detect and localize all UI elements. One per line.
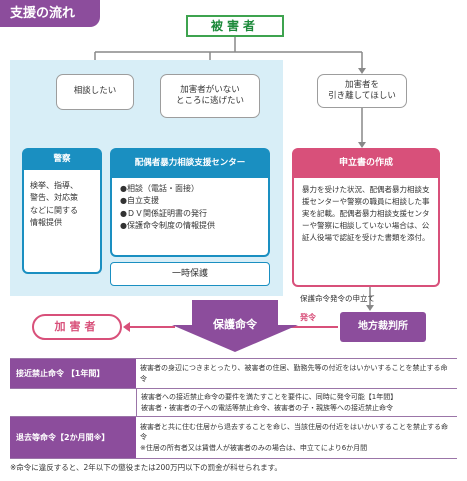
choice-separate: 加害者を 引き離してほしい (317, 74, 407, 108)
page-title: 支援の流れ (0, 0, 100, 27)
order-row: 接近禁止命令 【1年間】 被害者の身辺につきまとったり、被害者の住居、勤務先等の… (10, 359, 457, 389)
footnote: ※命令に違反すると、2年以下の懲役または200万円以下の罰金が科せられます。 (10, 463, 282, 472)
police-body: 検挙、指導、 警告、対応策 などに関する 情報提供 (22, 170, 102, 274)
protection-order-label: 保護命令 (213, 318, 257, 331)
dv-center-item: ●保護命令制度の情報提供 (120, 221, 215, 231)
victim-node: 被害者 (186, 15, 284, 37)
order-label: 接近禁止命令 【1年間】 (10, 359, 136, 388)
court-node: 地方裁判所 (340, 312, 426, 342)
order-text: 被害者の身辺につきまとったり、被害者の住居、勤務先等の付近をはいかいすることを禁… (140, 364, 448, 383)
orders-table: 接近禁止命令 【1年間】 被害者の身辺につきまとったり、被害者の住居、勤務先等の… (10, 358, 457, 459)
dv-center-item: ●相談（電話・面接） (120, 184, 199, 193)
police-title: 警察 (22, 148, 102, 170)
perpetrator-node: 加害者 (32, 314, 122, 340)
dv-center-title: 配偶者暴力相談支援センター (110, 148, 270, 178)
choice-consult: 相談したい (56, 74, 134, 110)
dv-center-body: ●相談（電話・面接） ●自立支援 ●ＤＶ関係証明書の発行 ●保護命令制度の情報提… (110, 178, 270, 257)
issue-label: 発令 (300, 313, 316, 322)
order-text: 被害者と共に住む住居から退去することを命じ、当該住居の付近をはいかいすることを禁… (140, 423, 448, 452)
choice-escape-label: 加害者がいない ところに逃げたい (175, 84, 244, 106)
petition-body: 暴力を受けた状況、配偶者暴力相談支援センターや警察の職員に相談した事実を記載。配… (292, 178, 440, 287)
choice-separate-label: 加害者を 引き離してほしい (328, 79, 396, 101)
shelter-label: 一時保護 (171, 269, 208, 279)
order-label: 退去等命令【2か月間※】 (10, 417, 136, 458)
shelter-box: 一時保護 (110, 262, 270, 286)
choice-consult-label: 相談したい (73, 86, 117, 97)
dv-center-item: ●ＤＶ関係証明書の発行 (120, 208, 207, 218)
petition-note: 保護命令発令の申立て (300, 294, 375, 303)
choice-escape: 加害者がいない ところに逃げたい (160, 74, 260, 118)
order-row: 被害者への接近禁止命令の要件を満たすことを要件に、同時に発令可能【1年間】 被害… (10, 389, 457, 417)
order-text: 被害者への接近禁止命令の要件を満たすことを要件に、同時に発令可能【1年間】 被害… (136, 389, 457, 416)
petition-title: 申立書の作成 (292, 148, 440, 178)
dv-center-item: ●自立支援 (120, 196, 159, 206)
order-label-spacer (10, 389, 136, 416)
order-row: 退去等命令【2か月間※】 被害者と共に住む住居から退去することを命じ、当該住居の… (10, 417, 457, 459)
